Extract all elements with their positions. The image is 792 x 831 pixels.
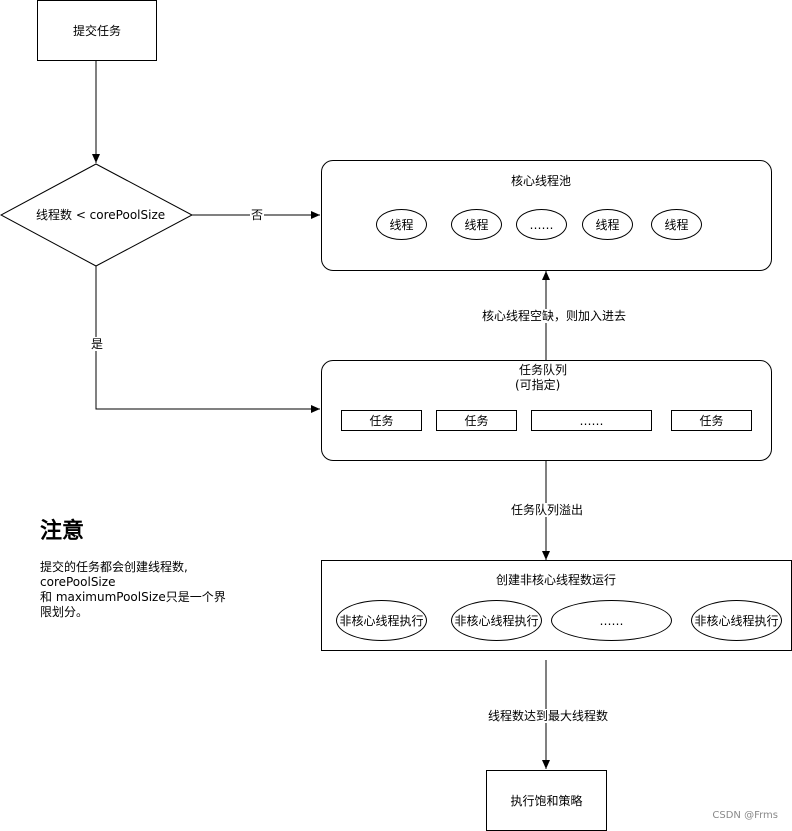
core-pool-title: 核心线程池	[511, 174, 572, 188]
note-title: 注意	[40, 519, 85, 544]
non-core-thread: 非核心线程执行	[451, 600, 542, 641]
submit-task-label: 提交任务	[72, 24, 121, 38]
note-line: 限划分。	[40, 605, 89, 619]
task-queue-subtitle: (可指定)	[515, 378, 561, 392]
note-body: 提交的任务都会创建线程数, corePoolSize 和 maximumPool…	[40, 560, 230, 620]
decision-label: 线程数 < corePoolSize	[36, 208, 166, 222]
saturation-policy-box: 执行饱和策略	[486, 770, 607, 831]
non-core-title: 创建非核心线程数运行	[496, 573, 617, 587]
queue-task-cell: 任务	[341, 410, 422, 431]
edge-label-core-idle: 核心线程空缺，则加入进去	[481, 309, 628, 323]
saturation-policy-label: 执行饱和策略	[510, 794, 583, 808]
task-queue-title: 任务队列	[519, 363, 568, 377]
non-core-thread: 非核心线程执行	[691, 600, 782, 641]
edge-label-yes: 是	[90, 337, 105, 351]
arrow-yes-to-queue	[95, 266, 320, 413]
note-line: 提交的任务都会创建线程数,	[40, 560, 188, 574]
edge-label-queue-overflow: 任务队列溢出	[510, 503, 585, 517]
queue-task-ellipsis: ……	[531, 410, 652, 431]
edge-label-no: 否	[250, 208, 265, 222]
core-thread: 线程	[376, 209, 427, 240]
submit-task-box: 提交任务	[37, 0, 157, 61]
note-line: 和 maximumPoolSize只是一个界	[40, 590, 226, 604]
queue-task-cell: 任务	[436, 410, 517, 431]
note-line: corePoolSize	[40, 575, 116, 589]
core-thread-ellipsis: ……	[516, 209, 567, 240]
non-core-thread: 非核心线程执行	[336, 600, 427, 641]
core-thread: 线程	[651, 209, 702, 240]
core-thread: 线程	[451, 209, 502, 240]
edge-label-max-reached: 线程数达到最大线程数	[487, 709, 610, 723]
watermark: CSDN @Frms	[712, 810, 778, 821]
core-thread: 线程	[582, 209, 633, 240]
non-core-thread-ellipsis: ……	[551, 600, 672, 641]
queue-task-cell: 任务	[671, 410, 752, 431]
